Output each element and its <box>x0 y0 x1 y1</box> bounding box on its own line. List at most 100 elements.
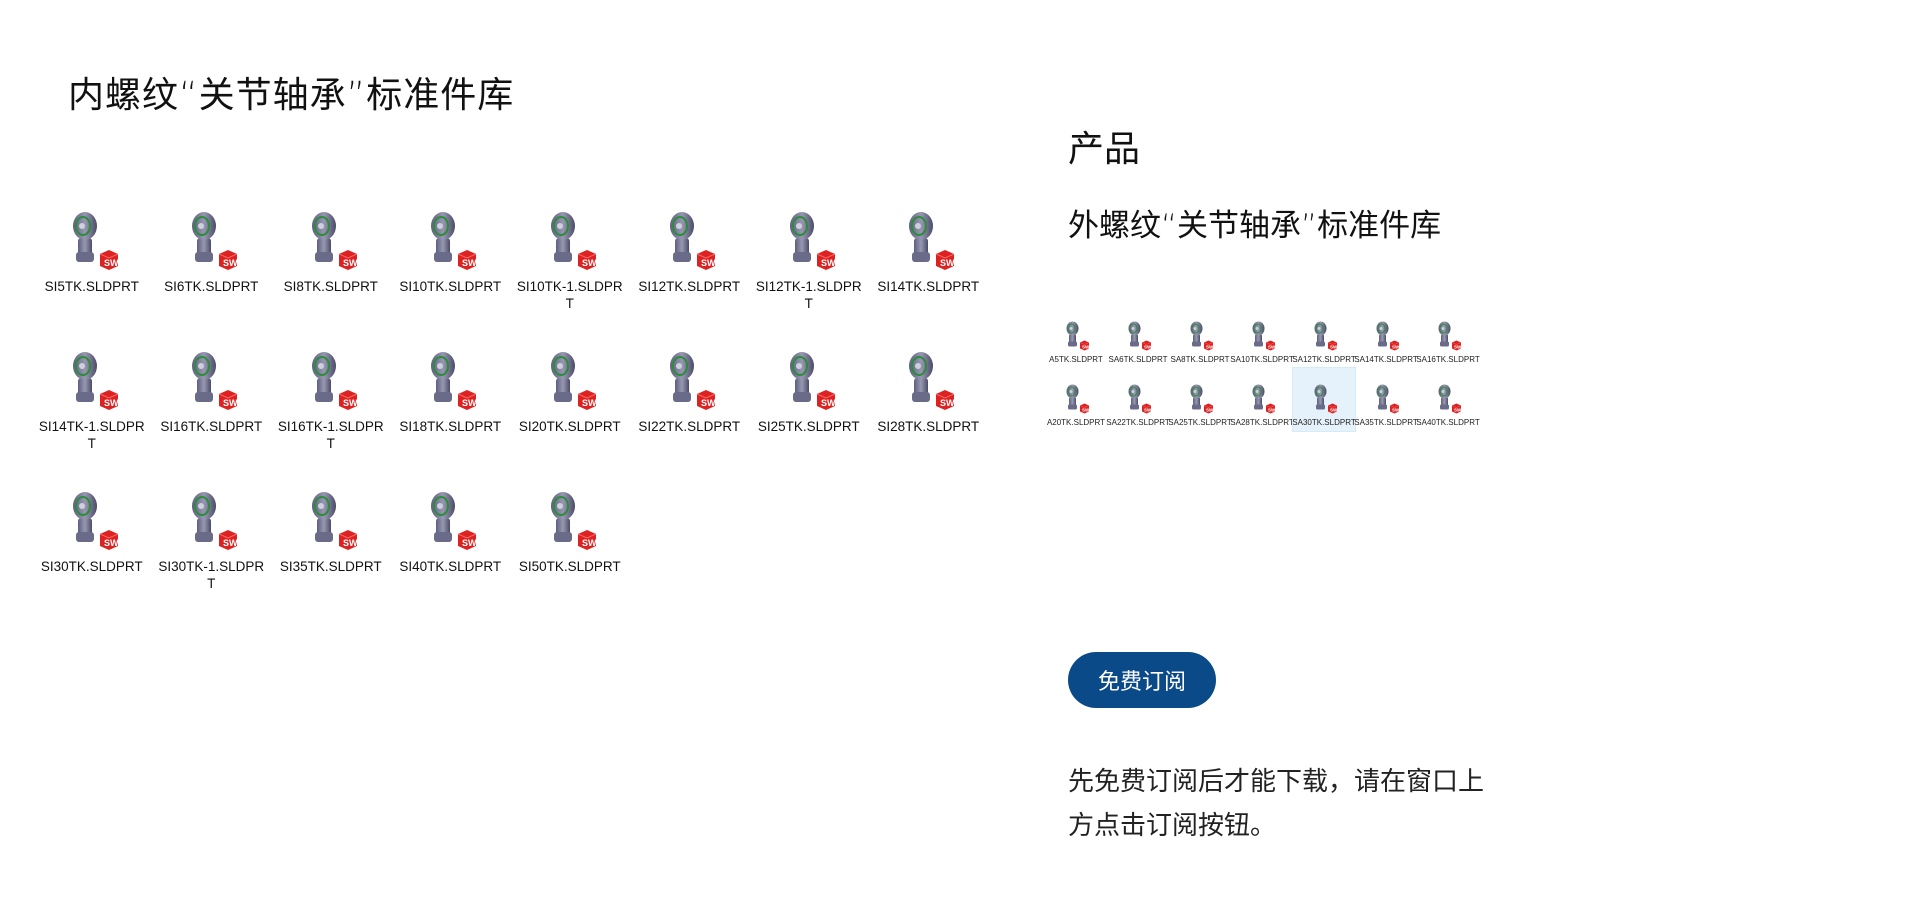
solidworks-part-icon <box>291 488 371 558</box>
solidworks-part-icon <box>530 208 610 278</box>
file-name: SI22TK.SLDPRT <box>638 419 741 434</box>
file-name: SI12TK-1.SLDPRT <box>755 279 862 311</box>
solidworks-part-icon <box>888 208 968 278</box>
solidworks-part-icon <box>1118 319 1158 355</box>
solidworks-part-icon <box>1242 319 1282 355</box>
solidworks-part-icon <box>649 348 729 418</box>
solidworks-part-icon <box>649 208 729 278</box>
file-name: SI28TK.SLDPRT <box>877 419 980 434</box>
file-item[interactable]: SI14TK.SLDPRT <box>869 208 989 348</box>
file-item[interactable]: SI10TK-1.SLDPRT <box>510 208 630 348</box>
solidworks-part-icon <box>52 348 132 418</box>
file-item[interactable]: SI28TK.SLDPRT <box>869 348 989 488</box>
file-item[interactable]: SA12TK.SLDPRT <box>1292 305 1356 368</box>
file-name: SA40TK.SLDPRT <box>1416 418 1480 427</box>
file-name: SA8TK.SLDPRT <box>1170 355 1230 364</box>
file-grid: SI5TK.SLDPRT SI6TK.SLDPRT SI8TK.SLDPRT SI10… <box>32 208 988 628</box>
solidworks-part-icon <box>1242 382 1282 418</box>
section-heading: 产品 <box>1068 129 1141 170</box>
file-item[interactable]: SI10TK.SLDPRT <box>391 208 511 348</box>
file-item[interactable]: SA14TK.SLDPRT <box>1354 305 1418 368</box>
solidworks-part-icon <box>52 488 132 558</box>
file-item[interactable]: SI50TK.SLDPRT <box>510 488 630 628</box>
file-name: SI5TK.SLDPRT <box>44 279 139 294</box>
file-item[interactable]: SI35TK.SLDPRT <box>271 488 391 628</box>
file-name: SA28TK.SLDPRT <box>1230 418 1294 427</box>
file-name: SI6TK.SLDPRT <box>164 279 259 294</box>
file-name: SA30TK.SLDPRT <box>1292 418 1356 427</box>
file-item[interactable]: A5TK.SLDPRT <box>1045 305 1107 368</box>
solidworks-part-icon <box>530 348 610 418</box>
file-item[interactable]: SI22TK.SLDPRT <box>630 348 750 488</box>
file-name: SA35TK.SLDPRT <box>1354 418 1418 427</box>
file-item[interactable]: SI30TK-1.SLDPRT <box>152 488 272 628</box>
file-item[interactable]: SI12TK.SLDPRT <box>630 208 750 348</box>
file-item[interactable]: SA10TK.SLDPRT <box>1230 305 1294 368</box>
file-name: SI35TK.SLDPRT <box>279 559 382 574</box>
file-item[interactable]: SA6TK.SLDPRT <box>1107 305 1169 368</box>
solidworks-part-icon <box>1490 382 1500 418</box>
page-title: 内螺纹“关节轴承”标准件库 <box>68 75 515 116</box>
file-item[interactable]: SA8TK.SLDPRT <box>1169 305 1231 368</box>
file-name: SA16TK.SLDPRT <box>1416 355 1480 364</box>
file-name: A20TK.SLDPRT <box>1046 418 1106 427</box>
file-item[interactable]: SI14TK-1.SLDPRT <box>32 348 152 488</box>
solidworks-part-icon <box>52 208 132 278</box>
file-name: SI18TK.SLDPRT <box>399 419 502 434</box>
file-item[interactable]: SI25TK.SLDPRT <box>749 348 869 488</box>
file-item[interactable]: SA40TK.SLDPRT <box>1416 368 1480 431</box>
solidworks-part-icon <box>410 348 490 418</box>
subscribe-button[interactable]: 免费订阅 <box>1068 652 1216 708</box>
file-item[interactable]: SA5 <box>1479 368 1500 431</box>
file-name: SI10TK-1.SLDPRT <box>516 279 623 311</box>
file-name: SI20TK.SLDPRT <box>518 419 621 434</box>
file-item[interactable]: SI12TK-1.SLDPRT <box>749 208 869 348</box>
solidworks-part-icon <box>171 488 251 558</box>
file-item[interactable]: SA28TK.SLDPRT <box>1230 368 1294 431</box>
file-item[interactable]: SA22TK.SLDPRT <box>1106 368 1170 431</box>
solidworks-part-icon <box>1056 382 1096 418</box>
solidworks-part-icon <box>530 488 610 558</box>
file-item[interactable]: SI40TK.SLDPRT <box>391 488 511 628</box>
file-name: SI25TK.SLDPRT <box>757 419 860 434</box>
file-item[interactable]: SA35TK.SLDPRT <box>1354 368 1418 431</box>
file-name: SI10TK.SLDPRT <box>399 279 502 294</box>
file-name: SI30TK-1.SLDPRT <box>158 559 265 591</box>
file-name: SA6TK.SLDPRT <box>1108 355 1168 364</box>
solidworks-part-icon <box>1118 382 1158 418</box>
solidworks-part-icon <box>291 208 371 278</box>
file-name: SI14TK-1.SLDPRT <box>38 419 145 451</box>
solidworks-part-icon <box>1056 319 1096 355</box>
solidworks-part-icon <box>769 208 849 278</box>
file-name: SI50TK.SLDPRT <box>518 559 621 574</box>
file-name: A5TK.SLDPRT <box>1049 355 1103 364</box>
file-item[interactable]: SI16TK.SLDPRT <box>152 348 272 488</box>
file-item[interactable]: SI6TK.SLDPRT <box>152 208 272 348</box>
file-item[interactable]: SI18TK.SLDPRT <box>391 348 511 488</box>
solidworks-part-icon <box>888 348 968 418</box>
file-item[interactable]: SA30TK.SLDPRT <box>1292 367 1356 432</box>
solidworks-part-icon <box>1304 319 1344 355</box>
file-item[interactable]: SI20TK.SLDPRT <box>510 348 630 488</box>
file-name: SI30TK.SLDPRT <box>40 559 143 574</box>
file-name: SA14TK.SLDPRT <box>1354 355 1418 364</box>
file-item[interactable]: SA25TK.SLDPRT <box>1168 368 1232 431</box>
file-item[interactable]: A20TK.SLDPRT <box>1045 368 1107 431</box>
file-item[interactable]: SI5TK.SLDPRT <box>32 208 152 348</box>
solidworks-part-icon <box>171 208 251 278</box>
file-name: SA22TK.SLDPRT <box>1106 418 1170 427</box>
file-name: SI16TK.SLDPRT <box>160 419 263 434</box>
file-name: SI14TK.SLDPRT <box>877 279 980 294</box>
file-item[interactable]: SI16TK-1.SLDPRT <box>271 348 391 488</box>
solidworks-part-icon <box>1490 319 1500 355</box>
file-item[interactable]: SI30TK.SLDPRT <box>32 488 152 628</box>
solidworks-part-icon <box>410 488 490 558</box>
file-name: SA10TK.SLDPRT <box>1230 355 1294 364</box>
file-item[interactable]: SA1 <box>1479 305 1500 368</box>
file-name: SI12TK.SLDPRT <box>638 279 741 294</box>
solidworks-part-icon <box>410 208 490 278</box>
solidworks-part-icon <box>1180 382 1220 418</box>
file-item[interactable]: SI8TK.SLDPRT <box>271 208 391 348</box>
file-item[interactable]: SA16TK.SLDPRT <box>1416 305 1480 368</box>
